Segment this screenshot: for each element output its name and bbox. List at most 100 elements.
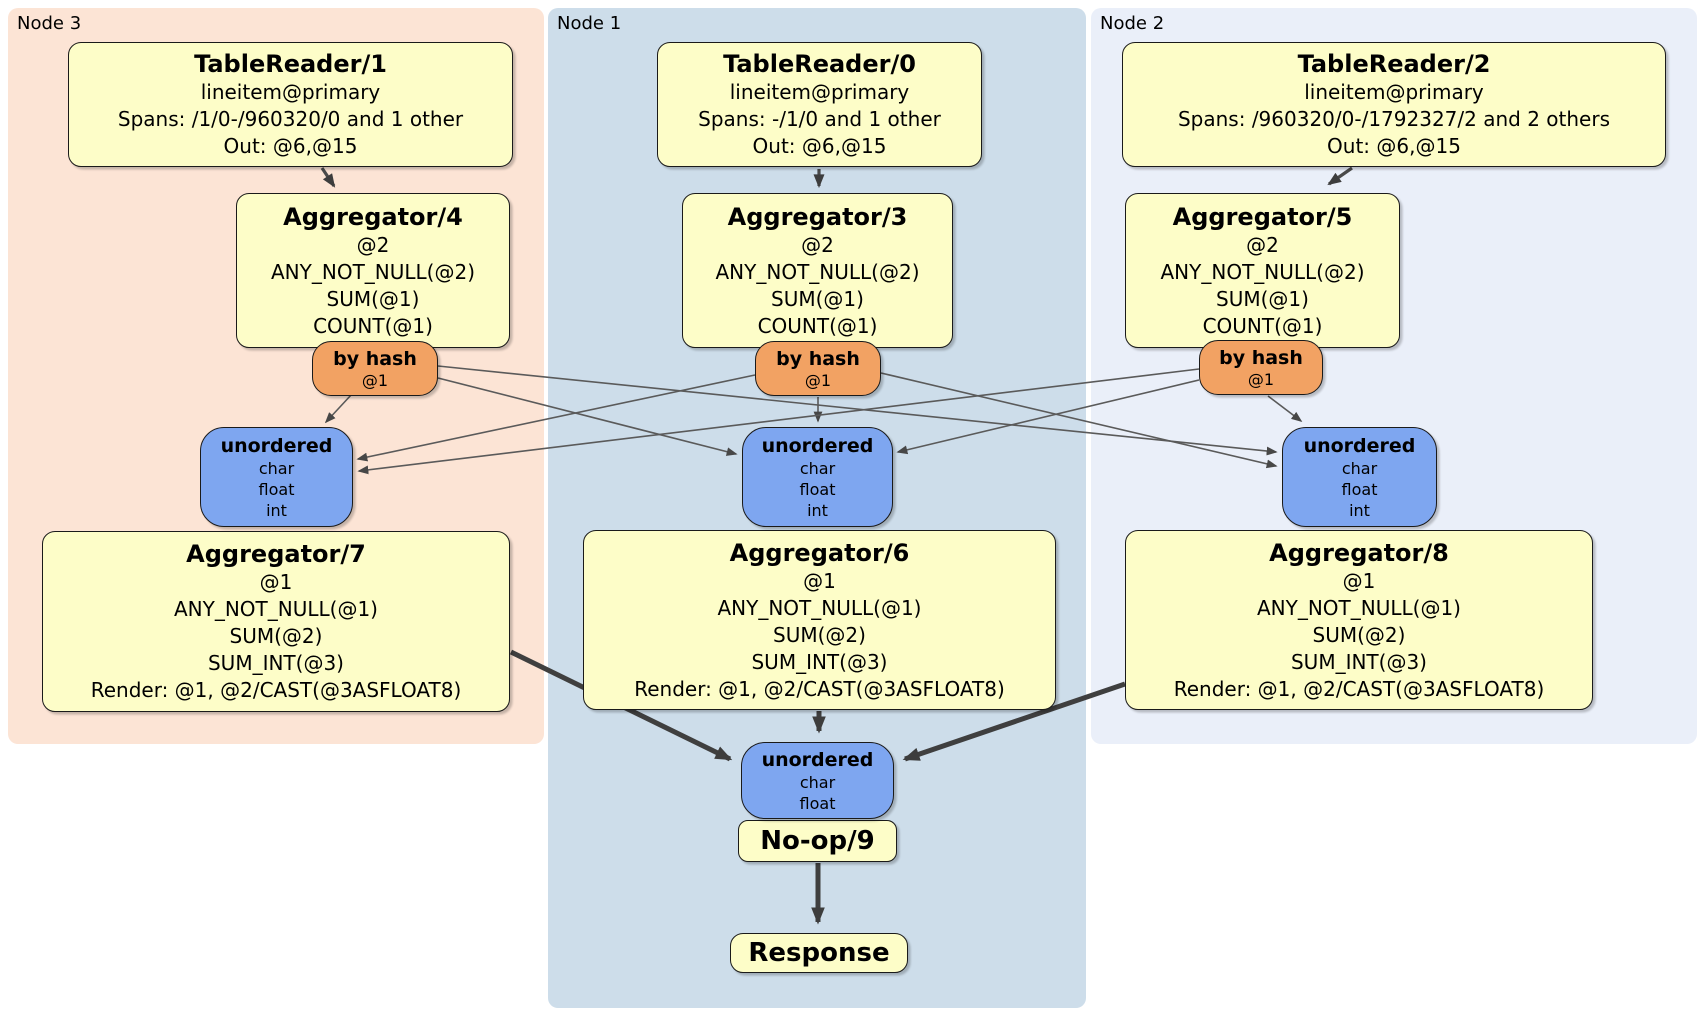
node-line: float [1341,479,1378,499]
panel-label-node3: Node 3 [17,13,82,34]
node-line: float [799,479,836,499]
node-title: TableReader/1 [194,50,387,78]
panel-label-node1: Node 1 [557,13,622,34]
node-line: Spans: -/1/0 and 1 other [698,107,941,131]
node-title: TableReader/2 [1297,50,1491,78]
node-line: char [1341,458,1378,478]
panel-label-node2: Node 2 [1100,13,1165,34]
node-title: Aggregator/6 [729,538,910,567]
node-line: char [799,772,836,792]
node-line: char [258,458,295,478]
node-title: Aggregator/7 [186,540,366,568]
node-line: SUM_INT(@3) [207,651,344,675]
node-line: COUNT(@1) [757,313,878,338]
node-line: int [266,500,287,520]
node-line: lineitem@primary [729,80,910,104]
node-line: SUM(@1) [1216,286,1309,311]
router-lines: @1 [1248,370,1274,389]
node-line: @1 [259,570,293,594]
node-line: @1 [803,568,836,593]
node-line: Render: @1, @2/CAST(@3ASFLOAT8) [1173,676,1545,701]
node-line: SUM(@1) [326,286,420,311]
node-line: int [807,500,828,520]
node-line: ANY_NOT_NULL(@1) [1256,595,1461,620]
node-line: Spans: /960320/0-/1792327/2 and 2 others [1177,107,1610,131]
node-line: Render: @1, @2/CAST(@3ASFLOAT8) [634,676,1005,701]
router-by-hash-node3: by hash @1 [312,341,438,396]
node-line: lineitem@primary [1304,80,1484,104]
node-line: int [1349,500,1370,520]
node-line: @2 [801,232,834,257]
node-line: @2 [1246,232,1279,257]
node-line: SUM(@2) [773,622,866,647]
node-line: char [799,458,836,478]
node-line: SUM(@2) [1312,622,1406,647]
node-line: @1 [361,370,389,390]
node-line: Render: @1, @2/CAST(@3ASFLOAT8) [90,678,462,702]
node-line: SUM(@1) [771,286,864,311]
sync-title: unordered [1303,434,1416,457]
node-noop-9: No-op/9 [738,820,897,862]
node-title: Aggregator/5 [1172,202,1353,231]
node-line: @1 [804,370,832,390]
node-line: Spans: /1/0-/960320/0 and 1 other [117,107,464,131]
node-line: COUNT(@1) [1202,313,1323,338]
node-title: Response [748,938,890,968]
router-by-hash-node1: by hash @1 [755,341,881,396]
node-line: lineitem@primary [200,80,381,104]
node-line: Out: @6,@15 [1327,134,1461,158]
node-line: @2 [356,232,390,257]
node-line: Out: @6,@15 [752,134,887,158]
node-title: Aggregator/4 [283,202,463,231]
router-lines: @1 [362,371,388,390]
node-line: ANY_NOT_NULL(@1) [717,595,922,620]
node-line: COUNT(@1) [313,313,433,338]
node-line: SUM(@2) [229,624,323,648]
router-title: by hash [776,347,860,370]
node-line: @1 [1247,369,1275,389]
node-title: TableReader/0 [723,50,916,78]
sync-title: unordered [220,434,333,457]
node-line: Out: @6,@15 [223,134,358,158]
node-line: float [799,793,836,813]
node-line: ANY_NOT_NULL(@1) [173,597,378,621]
router-title: by hash [333,347,417,370]
node-title: No-op/9 [760,826,875,856]
sync-title: unordered [761,748,874,771]
node-line: float [258,479,295,499]
node-response: Response [730,933,908,973]
node-line: ANY_NOT_NULL(@2) [1160,259,1365,284]
node-line: SUM_INT(@3) [751,649,888,674]
node-title: Aggregator/3 [727,202,908,231]
node-title: Aggregator/8 [1269,538,1449,567]
router-by-hash-node2: by hash @1 [1199,340,1323,395]
router-lines: @1 [805,371,831,390]
node-line: SUM_INT(@3) [1290,649,1427,674]
node-line: ANY_NOT_NULL(@2) [715,259,920,284]
